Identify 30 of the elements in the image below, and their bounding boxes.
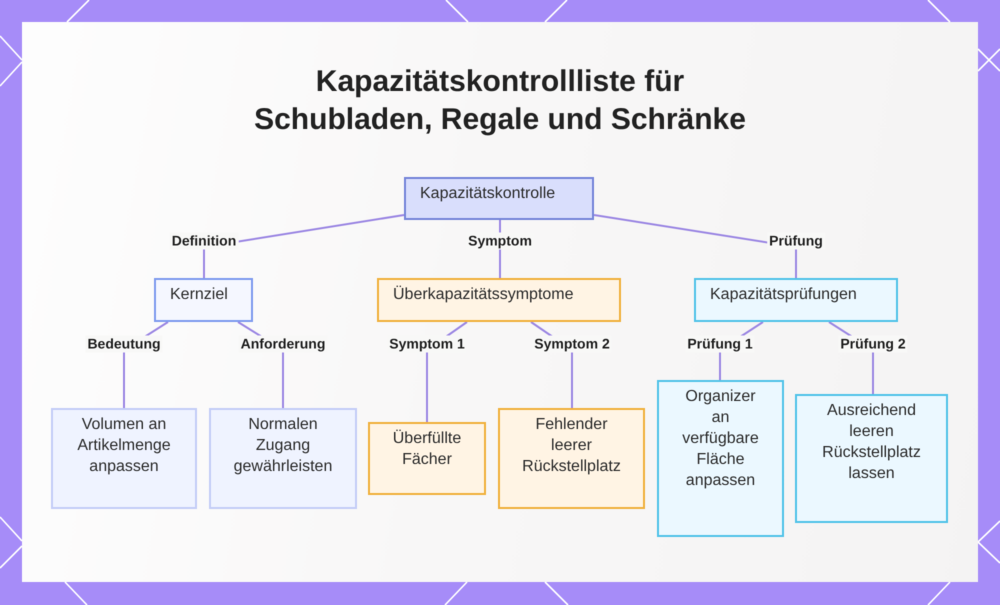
detail-box — [209, 408, 357, 509]
node-text: Organizer an verfügbare Fläche anpassen — [681, 387, 760, 491]
edge-label: Prüfung 2 — [838, 336, 908, 352]
edge-label: Symptom 1 — [387, 336, 467, 352]
edge-label: Definition — [170, 232, 238, 250]
detail-box — [657, 380, 784, 537]
detail-box — [51, 408, 197, 509]
node-text: Überfüllte Fächer — [392, 428, 462, 470]
node-text: Normalen Zugang gewährleisten — [232, 415, 334, 477]
node-text: Überkapazitätssymptome — [393, 284, 575, 305]
category-box — [154, 278, 253, 322]
edge-label: Bedeutung — [85, 336, 163, 352]
detail-box — [498, 408, 645, 509]
category-box — [694, 278, 898, 322]
edge-label: Prüfung 1 — [685, 336, 755, 352]
category-box — [377, 278, 621, 322]
root-box — [404, 177, 594, 220]
node-text: Fehlender leerer Rückstellplatz — [521, 415, 622, 477]
node-text: Kapazitätskontrolle — [420, 184, 556, 204]
edge-label: Symptom — [466, 232, 534, 250]
node-text: Kapazitätsprüfungen — [710, 285, 858, 305]
node-text: Kernziel — [170, 285, 229, 305]
edge-label: Anforderung — [238, 336, 328, 352]
detail-box — [795, 394, 948, 523]
detail-box — [368, 422, 486, 495]
title: Kapazitätskontrollliste für Schubladen, Regale und Schränke — [253, 64, 747, 138]
edge-label: Prüfung — [767, 232, 825, 250]
edge-label: Symptom 2 — [532, 336, 612, 352]
node-text: Ausreichend leeren Rückstellplatz lassen — [821, 401, 922, 484]
node-text: Volumen an Artikelmenge anpassen — [76, 415, 172, 477]
